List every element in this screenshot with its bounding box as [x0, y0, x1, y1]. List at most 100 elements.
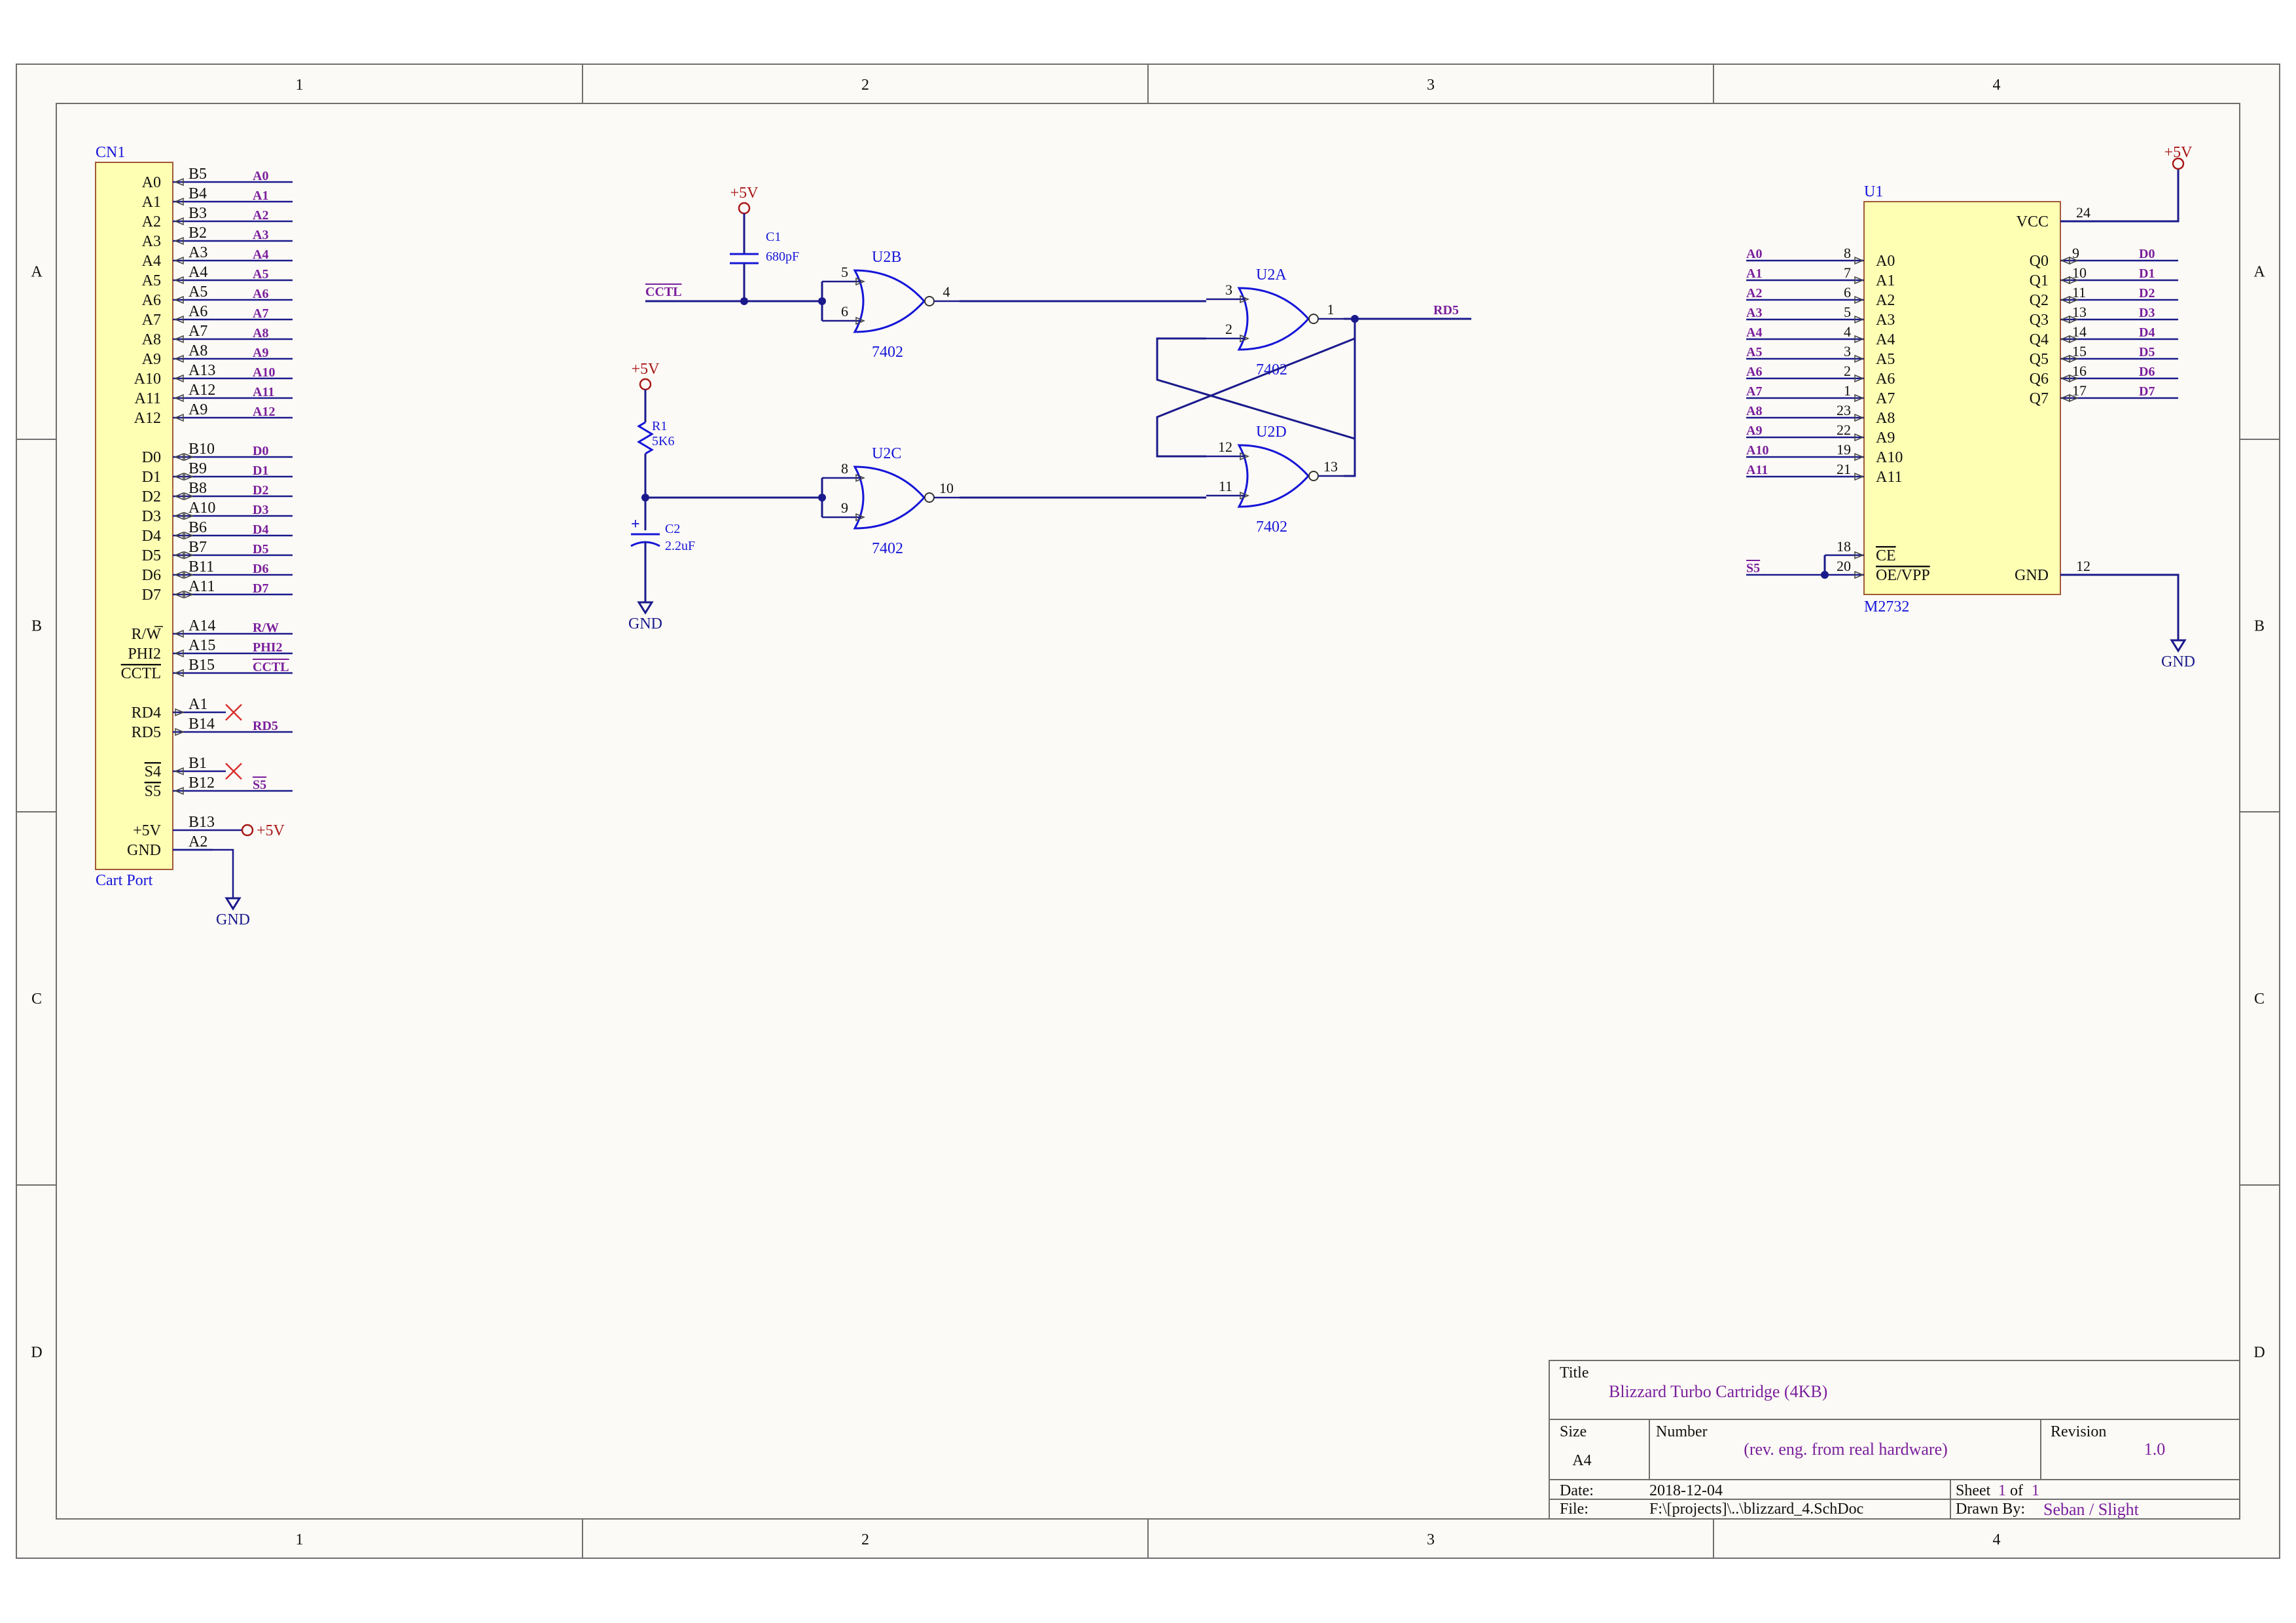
- cart-port-net-label: A3: [253, 228, 268, 242]
- eprom-pin-number: 14: [2072, 323, 2087, 340]
- eprom-address-net-label: A6: [1746, 365, 1762, 379]
- pin-arrow-icon: [2069, 335, 2079, 344]
- zone-column-label: 1: [296, 1531, 304, 1548]
- cart-port-ground-wire: [173, 848, 234, 898]
- eprom-pin-number: 17: [2072, 382, 2087, 399]
- zone-column-label: 3: [1427, 77, 1435, 94]
- eprom-pin-number: 19: [1837, 441, 1851, 458]
- cart-port-net-label: A10: [253, 365, 275, 380]
- cart-port-net-label: D2: [253, 483, 268, 498]
- eprom-data-net-label: D7: [2139, 384, 2155, 399]
- cart-port-pin-name: CCTL: [121, 665, 161, 682]
- pin-arrow-icon: [174, 590, 184, 599]
- cart-port-net-label: D4: [253, 522, 268, 537]
- eprom-vcc-name: VCC: [2017, 213, 2049, 230]
- cart-port-pin-name: A1: [142, 194, 161, 211]
- rd5-net-label: RD5: [1433, 303, 1459, 318]
- pin-arrow-icon: [1240, 334, 1249, 343]
- cart-port-pin-name: RD5: [132, 724, 161, 741]
- eprom-pin-number: 24: [2076, 204, 2090, 221]
- latch-cross-1b: [1344, 439, 1356, 477]
- eprom-power-label: +5V: [2164, 144, 2193, 161]
- cart-port-pin-number: A9: [188, 401, 207, 418]
- cart-port-pin-number: A3: [188, 244, 207, 261]
- cart-port-pin-number: B2: [188, 225, 207, 242]
- eprom-pin-name: Q5: [2030, 351, 2049, 368]
- cart-port-pin-number: A6: [188, 303, 207, 320]
- gate-pin-number: 13: [1323, 458, 1338, 475]
- pin-arrow-icon: [1854, 570, 1864, 579]
- ground-icon: [2170, 639, 2187, 653]
- cart-port-net-label: A4: [253, 247, 268, 262]
- eprom-pin-number: 10: [2072, 264, 2087, 281]
- number-label: Number: [1656, 1423, 1708, 1440]
- eprom-pin-name: A1: [1876, 272, 1895, 289]
- pin-arrow-icon: [174, 668, 184, 678]
- cart-port-power-label: +5V: [257, 822, 285, 839]
- pin-arrow-icon: [184, 511, 194, 520]
- pin-arrow-icon: [174, 531, 184, 540]
- power-port-icon: [241, 824, 254, 837]
- zone-row-label: C: [2254, 991, 2265, 1008]
- pin-arrow-icon: [174, 335, 184, 344]
- eprom-pin-number: 23: [1837, 402, 1851, 418]
- eprom-pin-number: 7: [1844, 264, 1851, 281]
- zone-column-label: 4: [1993, 1531, 2001, 1548]
- pin-arrow-icon: [174, 315, 184, 324]
- cart-port-net-label: D7: [253, 581, 268, 596]
- c1-power-label: +5V: [730, 185, 759, 202]
- cart-port-pin-name: RD4: [132, 704, 161, 721]
- pin-arrow-icon: [174, 177, 184, 187]
- eprom-address-net-label: A2: [1746, 286, 1762, 301]
- zone-column-label: 1: [296, 77, 304, 94]
- sheet-total: 1: [2032, 1482, 2039, 1499]
- eprom-address-net-label: A8: [1746, 404, 1762, 418]
- pin-arrow-icon: [2069, 295, 2079, 304]
- cart-port-pin-number: B1: [188, 755, 207, 772]
- cart-port-pin-number: A14: [188, 617, 215, 634]
- cart-port-pin-number: A12: [188, 382, 215, 399]
- date-value: 2018-12-04: [1649, 1482, 1723, 1499]
- gate-designator: U2B: [872, 249, 901, 266]
- cart-port-pin-name: D6: [142, 567, 161, 584]
- nor-gate-u2d: [1237, 444, 1310, 508]
- nor-gate-u2c: [853, 465, 926, 530]
- eprom-pin-number: 15: [2072, 343, 2087, 359]
- eprom-s5-net-label: S5: [1746, 561, 1760, 575]
- gate-part-number: 7402: [872, 540, 903, 557]
- pin-arrow-icon: [174, 492, 184, 501]
- gate-pin-number: 12: [1218, 439, 1232, 455]
- cart-port-net-label: D6: [253, 562, 268, 576]
- cart-port-pin-number: B6: [188, 519, 207, 536]
- zone-row-label: D: [2253, 1344, 2265, 1361]
- pin-arrow-icon: [184, 472, 194, 481]
- cctl-net-label: CCTL: [645, 285, 682, 299]
- cart-port-pin-name: D0: [142, 449, 161, 466]
- nor-gate-u2b: [853, 269, 926, 333]
- cart-port-pin-name: A4: [142, 253, 161, 270]
- pin-arrow-icon: [1854, 472, 1864, 481]
- pin-arrow-icon: [174, 413, 184, 422]
- cart-port-pin-number: B4: [188, 185, 207, 202]
- cart-port-net-label: S5: [253, 778, 266, 792]
- c2-designator: C2: [665, 522, 680, 536]
- cart-port-pin-number: A11: [188, 578, 215, 595]
- cart-port-pin-name: A5: [142, 272, 161, 289]
- cart-port-net-label: A1: [253, 189, 268, 203]
- eprom-pin-name: Q6: [2030, 371, 2049, 388]
- eprom-pin-number: 16: [2072, 363, 2087, 379]
- eprom-pin-name: A11: [1876, 469, 1902, 486]
- cart-port-pin-name: A12: [134, 410, 161, 427]
- latch-cross-2: [1156, 319, 1356, 458]
- eprom-pin-name: Q1: [2030, 272, 2049, 289]
- gate-designator: U2A: [1256, 266, 1287, 283]
- cart-port-net-label: A8: [253, 326, 268, 340]
- pin-arrow-icon: [174, 295, 184, 304]
- cart-port-pin-number: A7: [188, 323, 207, 340]
- gate-pin-number: 8: [841, 460, 848, 477]
- eprom-pin-name: A6: [1876, 371, 1895, 388]
- eprom-pin-number: 13: [2072, 304, 2087, 320]
- eprom-address-net-label: A9: [1746, 424, 1762, 438]
